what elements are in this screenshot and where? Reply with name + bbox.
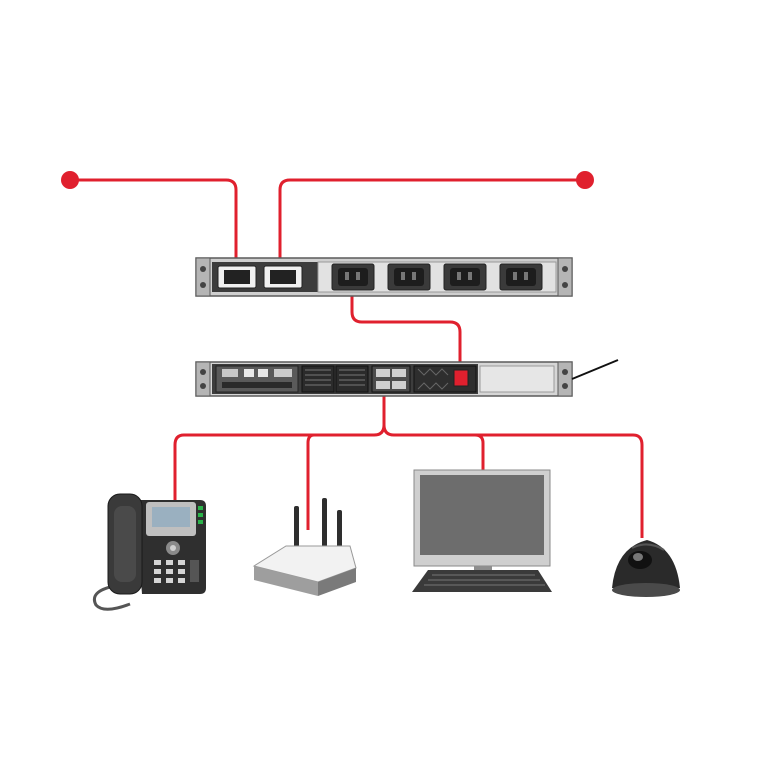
switch-port-block — [335, 365, 369, 393]
dome-camera-icon — [612, 540, 680, 597]
pdu-outlet — [331, 263, 375, 291]
network-cable-camera — [475, 433, 644, 538]
network-cable-ap — [306, 433, 315, 530]
power-source-dot-icon — [576, 171, 594, 189]
desktop-monitor-icon — [412, 469, 552, 592]
rack-pdu-icon — [195, 257, 573, 297]
switch-antenna-lead — [571, 359, 619, 380]
power-source-dot-icon — [61, 171, 79, 189]
switch-power-inlet — [453, 369, 469, 387]
power-cable-pdu-to-switch — [350, 278, 462, 378]
pdu-outlet — [499, 263, 543, 291]
pdu-outlet — [443, 263, 487, 291]
rack-poe-switch-icon — [195, 359, 619, 397]
network-cable-monitor — [382, 424, 485, 472]
pdu-outlet — [387, 263, 431, 291]
switch-port-block — [301, 365, 335, 393]
wireless-access-point-icon — [252, 498, 357, 596]
cables — [70, 178, 644, 538]
power-cable-feed-a — [70, 178, 238, 272]
network-cable-trunk — [173, 396, 386, 500]
keyboard-icon — [412, 570, 552, 592]
ip-phone-icon — [93, 493, 206, 611]
power-cable-feed-b — [278, 178, 585, 272]
